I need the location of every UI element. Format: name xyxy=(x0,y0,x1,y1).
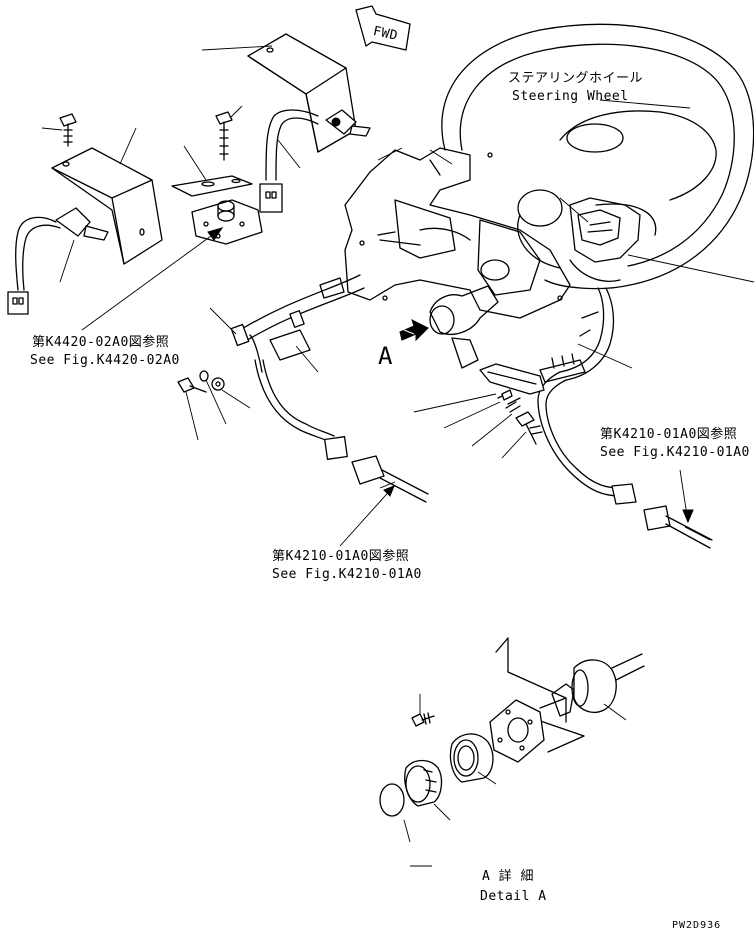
ref-k4210-right-jp: 第K4210-01A0図参照 xyxy=(600,426,737,442)
ref-k4420-jp: 第K4420-02A0図参照 xyxy=(32,334,169,350)
ref-arrow-k4420 xyxy=(81,227,224,331)
view-a-arrow xyxy=(399,319,429,342)
ref-k4420-en: See Fig.K4420-02A0 xyxy=(30,353,180,368)
fwd-arrow: FWD xyxy=(355,5,411,51)
harness-left xyxy=(230,274,365,460)
detail-a-label-en: Detail A xyxy=(480,889,547,904)
clamp-bracket-right xyxy=(479,363,545,395)
bolt-left-top xyxy=(59,113,77,147)
hardware-left xyxy=(177,370,225,393)
leader-lines xyxy=(41,45,633,459)
steering-wheel-label-jp: ステアリングホイール xyxy=(508,71,643,86)
column-switch xyxy=(569,197,754,283)
ref-k4210-left-jp: 第K4210-01A0図参照 xyxy=(272,548,409,564)
switch-bracket-right xyxy=(247,33,357,153)
mount-bracket xyxy=(191,199,263,245)
view-a-label: A xyxy=(378,342,393,370)
switch-bracket-left xyxy=(51,147,163,265)
connector-lower-left xyxy=(351,455,429,503)
detail-a-view xyxy=(379,637,645,867)
steering-wheel-label-en: Steering Wheel xyxy=(512,89,629,104)
bolt-middle xyxy=(215,111,233,161)
ref-arrow-k4210-left xyxy=(339,485,395,547)
steering-column xyxy=(344,147,571,319)
ref-k4210-left-en: See Fig.K4210-01A0 xyxy=(272,567,422,582)
steering-wheel xyxy=(441,23,754,290)
harness-right xyxy=(537,287,713,549)
toggle-switch-left xyxy=(7,207,109,315)
drawing-code: PW2D936 xyxy=(672,920,721,931)
toggle-switch-right xyxy=(259,109,371,213)
hardware-right xyxy=(497,389,543,445)
fwd-label: FWD xyxy=(372,24,400,44)
ref-arrow-k4210-right xyxy=(679,469,694,524)
control-knob xyxy=(429,285,499,369)
mount-plate xyxy=(171,175,253,197)
detail-a-label-jp: A 詳 細 xyxy=(482,868,534,884)
ref-k4210-right-en: See Fig.K4210-01A0 xyxy=(600,445,750,460)
